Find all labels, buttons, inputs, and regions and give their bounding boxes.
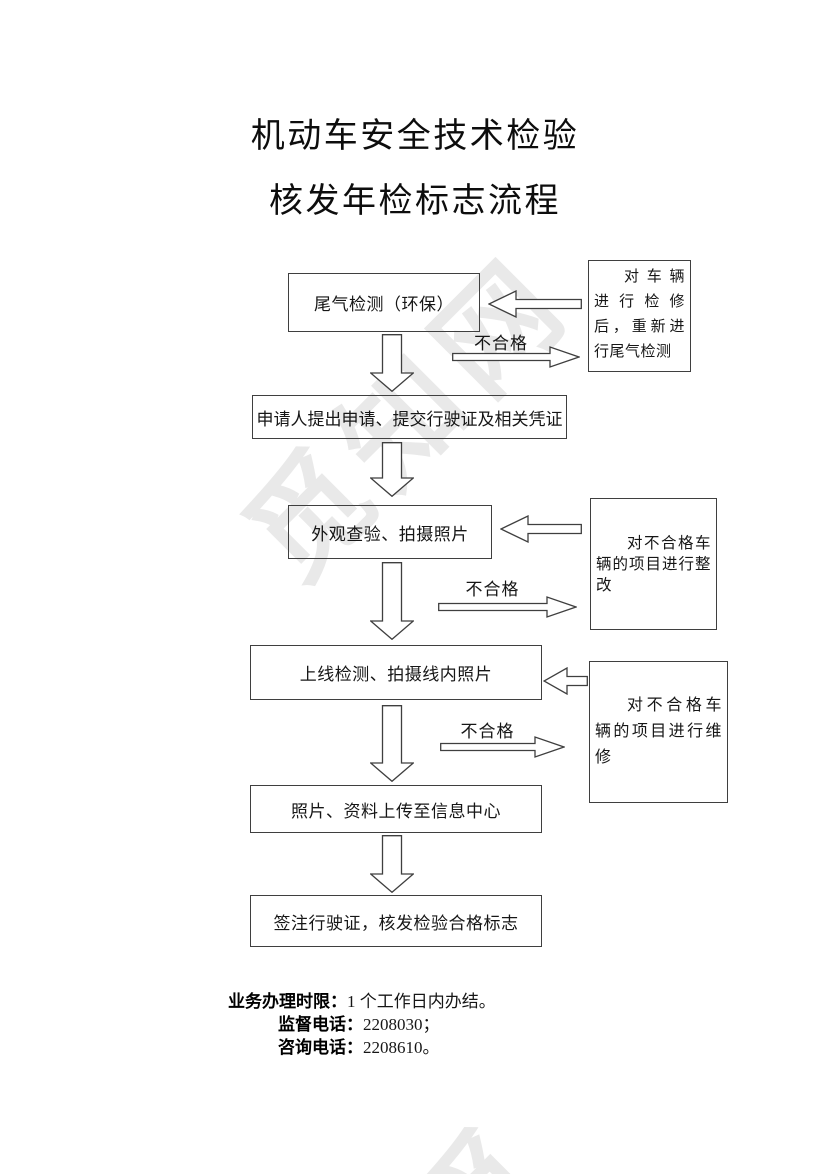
side-box-rectify: 对不合格车辆的项目进行整改 [590, 498, 717, 630]
fail-label-2: 不合格 [465, 580, 520, 599]
arrow-down-step2-to-step3 [370, 442, 414, 497]
fail-label-1: 不合格 [474, 334, 528, 353]
flow-step-exhaust-test: 尾气检测（环保） [288, 273, 480, 332]
footer-consult-line: 咨询电话：2208610。 [278, 1036, 496, 1059]
footer-consult-label: 咨询电话： [278, 1038, 363, 1057]
flow-step-line-test-label: 上线检测、拍摄线内照片 [299, 665, 493, 684]
footer-info: 业务办理时限：1 个工作日内办结。 监督电话：2208030； 咨询电话：220… [228, 990, 496, 1059]
flow-step-appearance-check-label: 外观查验、拍摄照片 [311, 524, 469, 544]
arrow-right-fail-3 [440, 736, 565, 758]
arrow-left-retest-to-step1 [488, 290, 582, 318]
watermark-bottom: 觅 [388, 1107, 572, 1174]
arrow-down-step3-to-step4 [370, 562, 414, 640]
arrow-right-fail-2 [438, 596, 577, 618]
footer-deadline-label: 业务办理时限： [228, 992, 347, 1011]
footer-consult-value: 2208610。 [363, 1038, 440, 1057]
flow-step-upload-label: 照片、资料上传至信息中心 [291, 801, 501, 821]
flow-step-apply: 申请人提出申请、提交行驶证及相关凭证 [252, 395, 567, 439]
flow-step-exhaust-test-label: 尾气检测（环保） [314, 295, 454, 314]
flow-step-appearance-check: 外观查验、拍摄照片 [288, 505, 492, 559]
side-box-maintain: 对不合格车辆的项目进行维修 [589, 661, 728, 803]
flow-step-issue-mark: 签注行驶证，核发检验合格标志 [250, 895, 542, 947]
arrow-right-fail-1 [452, 346, 580, 368]
page-title-line1: 机动车安全技术检验 [250, 118, 580, 155]
footer-deadline-line: 业务办理时限：1 个工作日内办结。 [228, 990, 496, 1013]
arrow-left-rectify-to-step3 [500, 515, 582, 543]
footer-supervision-line: 监督电话：2208030； [278, 1013, 496, 1036]
side-box-rectify-label: 对不合格车辆的项目进行整改 [596, 535, 711, 594]
side-box-repair-retest-label: 对车辆进行检修后，重新进行尾气检测 [594, 269, 685, 360]
flow-step-apply-label: 申请人提出申请、提交行驶证及相关凭证 [256, 409, 563, 429]
arrow-down-step5-to-step6 [370, 835, 414, 893]
flow-step-line-test: 上线检测、拍摄线内照片 [250, 645, 542, 700]
side-box-maintain-label: 对不合格车辆的项目进行维修 [595, 697, 722, 766]
footer-deadline-value: 1 个工作日内办结。 [347, 992, 496, 1011]
flow-step-upload: 照片、资料上传至信息中心 [250, 785, 542, 833]
footer-supervision-label: 监督电话： [278, 1015, 363, 1034]
arrow-down-step4-to-step5 [370, 705, 414, 782]
fail-label-3: 不合格 [460, 722, 515, 741]
arrow-left-maintain-to-step4 [543, 667, 588, 695]
flow-step-issue-mark-label: 签注行驶证，核发检验合格标志 [273, 913, 519, 933]
arrow-down-step1-to-step2 [370, 334, 414, 392]
side-box-repair-retest: 对车辆进行检修后，重新进行尾气检测 [588, 260, 691, 372]
footer-supervision-value: 2208030； [363, 1015, 440, 1034]
page-title-line2: 核发年检标志流程 [269, 183, 561, 220]
